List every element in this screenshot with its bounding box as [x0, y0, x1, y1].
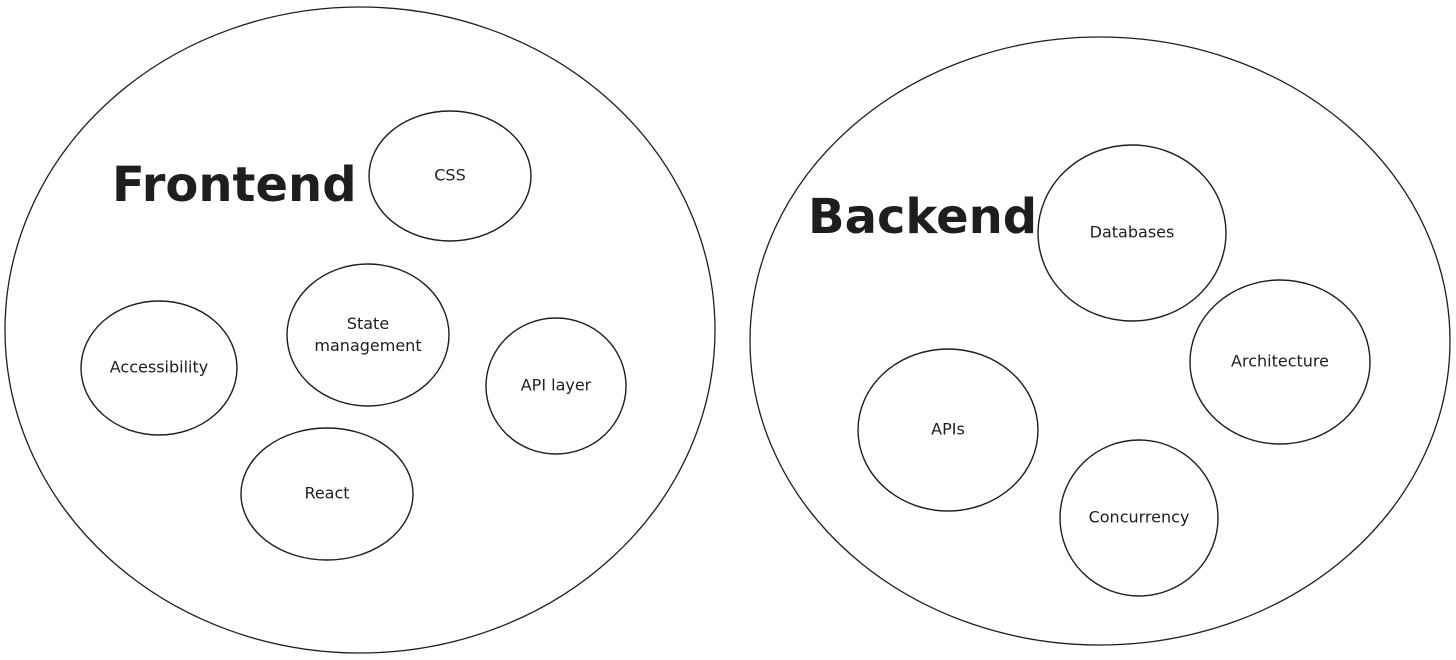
node-concurrency-circle [1059, 439, 1219, 597]
node-react-label: React [304, 484, 349, 503]
node-architecture: Architecture [1189, 279, 1371, 445]
node-state-management-label-line: State [347, 314, 389, 333]
node-react-circle [240, 427, 414, 561]
node-api-layer-label: API layer [521, 376, 592, 395]
backend-group: Backend Databases Architecture APIs Conc… [749, 36, 1451, 646]
node-concurrency-label: Concurrency [1089, 508, 1190, 527]
node-state-management-circle [286, 263, 450, 407]
node-react: React [240, 427, 414, 561]
frontend-group: Frontend CSS State management Accessibili… [4, 6, 716, 654]
node-apis-circle [857, 348, 1039, 512]
node-concurrency: Concurrency [1059, 439, 1219, 597]
node-databases-circle [1037, 144, 1227, 322]
node-architecture-circle [1189, 279, 1371, 445]
node-css-circle [368, 110, 532, 242]
node-accessibility-label: Accessibility [110, 358, 208, 377]
node-accessibility-circle [80, 300, 238, 436]
backend-title: Backend [808, 189, 1037, 245]
node-api-layer: API layer [485, 317, 627, 455]
node-state-management: State management [286, 263, 450, 407]
node-css-label: CSS [434, 166, 465, 185]
node-architecture-label: Architecture [1231, 352, 1329, 371]
node-api-layer-circle [485, 317, 627, 455]
node-state-management-label-line: management [314, 336, 421, 355]
node-apis-label: APIs [931, 420, 965, 439]
node-accessibility: Accessibility [80, 300, 238, 436]
node-apis: APIs [857, 348, 1039, 512]
node-css: CSS [368, 110, 532, 242]
node-databases-label: Databases [1090, 223, 1175, 242]
frontend-title: Frontend [112, 157, 357, 213]
node-state-management-label: State management [314, 314, 421, 355]
node-databases: Databases [1037, 144, 1227, 322]
